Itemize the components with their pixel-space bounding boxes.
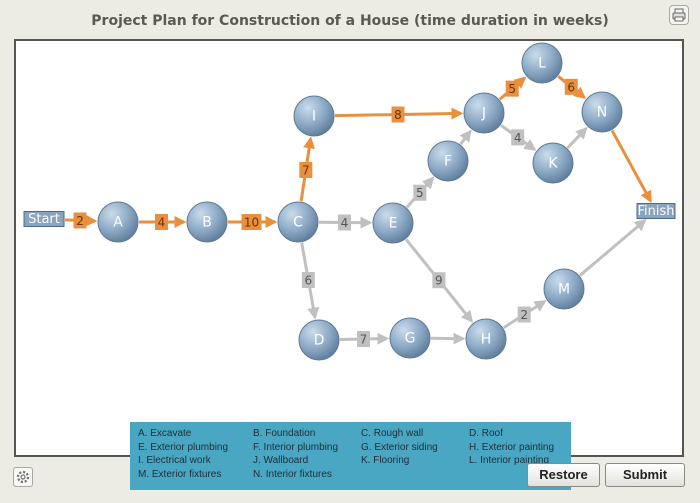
svg-text:G: G: [405, 331, 416, 347]
svg-text:H: H: [481, 332, 492, 348]
node-j[interactable]: J: [463, 92, 505, 134]
svg-text:4: 4: [341, 216, 349, 230]
restore-button[interactable]: Restore: [527, 463, 600, 487]
node-e[interactable]: E: [372, 202, 414, 244]
svg-text:2: 2: [76, 214, 84, 228]
svg-text:9: 9: [435, 274, 443, 288]
legend-item: A. Excavate: [138, 428, 192, 439]
legend-item: H. Exterior painting: [469, 441, 555, 453]
legend-item: M. Exterior fixtures: [138, 468, 222, 480]
edge-weight-c-e: 4: [338, 214, 352, 231]
svg-text:5: 5: [508, 82, 516, 96]
legend-item: E. Exterior plumbing: [138, 441, 229, 453]
legend-item: N. Interior fixtures: [253, 468, 332, 480]
activity-legend: A. Excavate B. Foundation C. Rough wall D. …: [130, 422, 571, 490]
node-c[interactable]: C: [277, 201, 319, 243]
node-h[interactable]: H: [465, 318, 507, 360]
svg-text:7: 7: [360, 333, 368, 347]
edge-weight-c-d: 6: [301, 272, 315, 289]
print-button[interactable]: [669, 5, 689, 25]
svg-text:L: L: [538, 56, 546, 72]
edge-f-j: [459, 129, 472, 146]
edge-weight-i-j: 8: [391, 106, 405, 123]
edge-weight-l-n: 6: [564, 78, 578, 95]
svg-text:F: F: [444, 154, 452, 170]
gear-icon: [16, 470, 30, 484]
legend-item: D. Roof: [469, 428, 503, 439]
svg-text:4: 4: [158, 216, 166, 230]
node-b[interactable]: B: [186, 201, 228, 243]
node-n[interactable]: N: [581, 91, 623, 133]
svg-text:A: A: [113, 215, 123, 231]
settings-button[interactable]: [13, 467, 33, 487]
svg-text:B: B: [202, 215, 212, 231]
edge-weight-a-b: 4: [155, 214, 168, 230]
edge-weight-e-f: 5: [413, 184, 427, 201]
finish-box: Finish: [636, 203, 676, 219]
svg-text:E: E: [389, 216, 398, 232]
svg-text:4: 4: [514, 131, 522, 145]
svg-text:M: M: [558, 282, 570, 298]
svg-text:2: 2: [520, 308, 528, 322]
node-a[interactable]: A: [97, 201, 139, 243]
edge-weight-b-c: 10: [241, 214, 262, 230]
edge-m-finish: [579, 218, 647, 277]
svg-text:K: K: [548, 156, 558, 172]
svg-text:7: 7: [302, 163, 310, 177]
submit-button[interactable]: Submit: [605, 463, 685, 487]
svg-text:5: 5: [416, 186, 424, 200]
svg-text:J: J: [481, 106, 486, 122]
node-g[interactable]: G: [389, 317, 431, 359]
print-icon: [672, 8, 686, 22]
edge-n-finish: [610, 129, 652, 203]
svg-text:Start: Start: [28, 212, 60, 227]
svg-text:10: 10: [244, 216, 259, 230]
svg-text:C: C: [293, 215, 303, 231]
node-l[interactable]: L: [521, 42, 563, 84]
legend-item: J. Wallboard: [253, 455, 309, 466]
edge-weight-j-l: 5: [505, 80, 519, 97]
svg-text:6: 6: [567, 80, 575, 94]
node-i[interactable]: I: [293, 95, 335, 137]
edge-weight-h-m: 2: [517, 306, 531, 323]
svg-text:Finish: Finish: [637, 204, 674, 219]
edge-k-n: [566, 126, 588, 149]
node-k[interactable]: K: [532, 142, 574, 184]
edge-weight-e-h: 9: [432, 272, 446, 289]
page-title: Project Plan for Construction of a House…: [91, 13, 609, 29]
edge-weight-d-g: 7: [357, 331, 371, 348]
edge-weight-c-i: 7: [299, 161, 313, 178]
edge-weight-start-a: 2: [73, 212, 87, 229]
svg-text:I: I: [312, 109, 316, 125]
start-box: Start: [23, 211, 65, 227]
node-m[interactable]: M: [543, 268, 585, 310]
legend-item: C. Rough wall: [361, 428, 424, 439]
node-d[interactable]: D: [298, 319, 340, 361]
edge-weight-j-k: 4: [511, 129, 525, 146]
svg-text:N: N: [597, 105, 607, 121]
node-f[interactable]: F: [427, 140, 469, 182]
legend-item: G. Exterior siding: [361, 441, 438, 453]
legend-item: F. Interior plumbing: [253, 441, 339, 453]
svg-text:8: 8: [394, 108, 402, 122]
svg-text:6: 6: [305, 274, 313, 288]
legend-item: L. Interior painting: [469, 455, 550, 466]
legend-item: I. Electrical work: [138, 455, 211, 466]
legend-item: K. Flooring: [361, 455, 410, 466]
svg-text:D: D: [314, 333, 325, 349]
legend-item: B. Foundation: [253, 428, 316, 439]
